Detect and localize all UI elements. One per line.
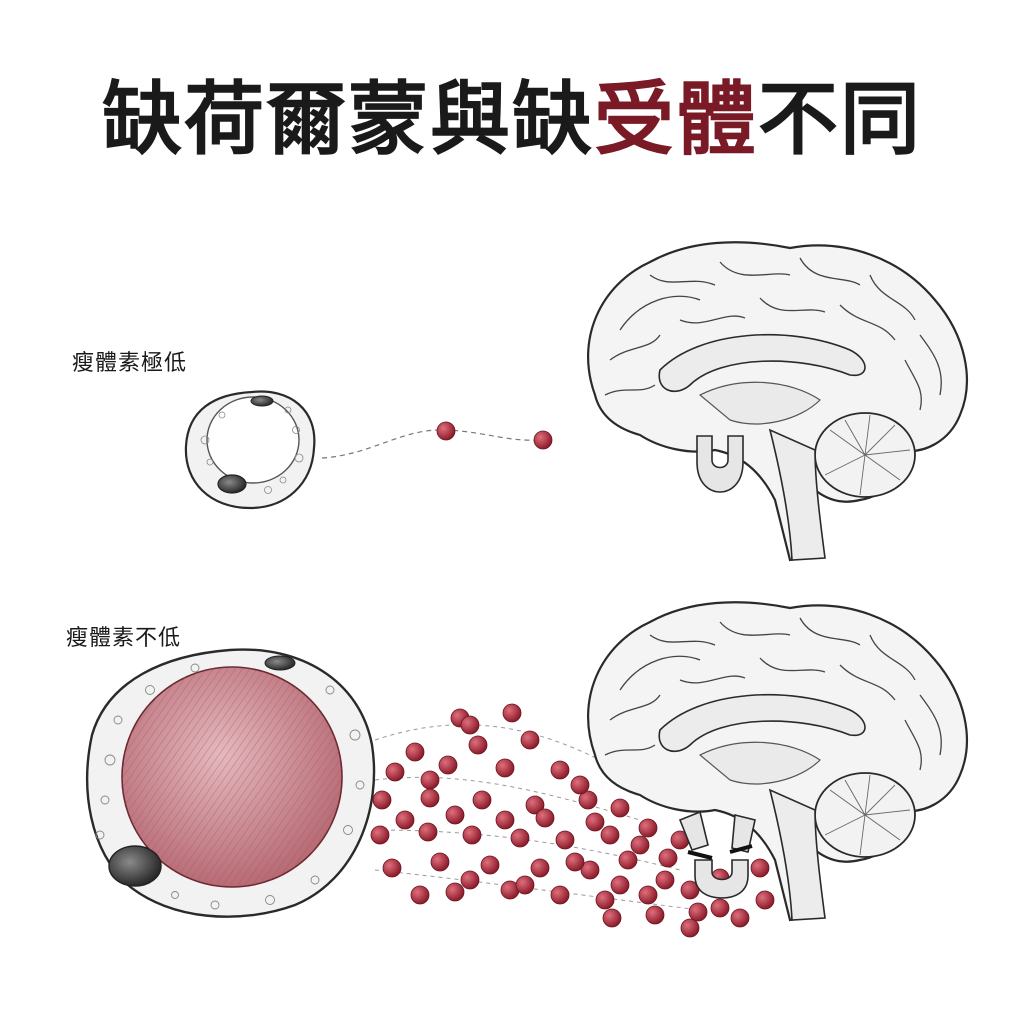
leptin-molecule xyxy=(495,758,515,778)
leptin-molecule xyxy=(468,735,488,755)
leptin-molecule xyxy=(688,902,708,922)
leptin-molecule xyxy=(610,798,630,818)
leptin-molecule xyxy=(680,918,700,938)
leptin-molecule xyxy=(530,858,550,878)
leptin-molecule xyxy=(630,835,650,855)
leptin-molecule xyxy=(515,875,535,895)
panel-bottom-label: 瘦體素不低 xyxy=(66,626,182,651)
leptin-molecule xyxy=(550,760,570,780)
leptin-molecule xyxy=(585,812,605,832)
leptin-molecule xyxy=(570,775,590,795)
title-part-2: 不同 xyxy=(758,73,922,166)
small-fat-cell xyxy=(184,390,316,510)
leptin-molecule xyxy=(730,908,750,928)
leptin-molecule xyxy=(405,742,425,762)
page-title: 缺荷爾蒙與缺受體不同 xyxy=(0,72,1024,168)
leptin-molecule xyxy=(438,755,458,775)
top-signal-path xyxy=(321,429,541,459)
leptin-molecule xyxy=(385,762,405,782)
leptin-molecule xyxy=(655,870,675,890)
leptin-molecule xyxy=(382,858,402,878)
leptin-molecule xyxy=(618,850,638,870)
leptin-molecule xyxy=(420,770,440,790)
leptin-molecule xyxy=(445,882,465,902)
leptin-molecule xyxy=(460,715,480,735)
leptin-molecule xyxy=(533,430,553,450)
leptin-molecule xyxy=(472,790,492,810)
top-molecules xyxy=(436,421,553,450)
brain-top xyxy=(587,241,968,562)
leptin-molecule xyxy=(638,818,658,838)
cerebellum-bottom xyxy=(814,772,916,858)
leptin-molecule xyxy=(600,825,620,845)
leptin-molecule xyxy=(495,810,515,830)
leptin-molecule xyxy=(550,885,570,905)
leptin-molecule xyxy=(638,885,658,905)
leptin-molecule xyxy=(395,810,415,830)
leptin-molecule xyxy=(445,805,465,825)
leptin-molecule xyxy=(602,908,622,928)
receptor-intact xyxy=(696,435,744,493)
panel-top-label: 瘦體素極低 xyxy=(72,351,188,376)
leptin-molecule xyxy=(755,890,775,910)
leptin-molecule xyxy=(610,875,630,895)
leptin-molecule xyxy=(436,421,456,441)
leptin-molecule xyxy=(430,852,450,872)
leptin-molecule xyxy=(580,860,600,880)
leptin-molecule xyxy=(420,788,440,808)
large-fat-cell xyxy=(86,648,376,918)
brain-bottom xyxy=(587,601,968,922)
leptin-molecule xyxy=(372,790,392,810)
leptin-molecule xyxy=(462,825,482,845)
leptin-molecule xyxy=(410,885,430,905)
leptin-molecule xyxy=(370,825,390,845)
receptor-broken xyxy=(678,810,756,899)
leptin-molecule xyxy=(480,855,500,875)
title-part-1: 缺荷爾蒙與缺 xyxy=(102,73,594,166)
leptin-molecule xyxy=(750,858,770,878)
leptin-molecule xyxy=(645,905,665,925)
leptin-molecule xyxy=(555,830,575,850)
title-accent: 受體 xyxy=(594,73,758,166)
leptin-molecule xyxy=(535,808,555,828)
leptin-molecule xyxy=(525,795,545,815)
bottom-molecules xyxy=(370,703,775,938)
leptin-molecule xyxy=(565,852,585,872)
leptin-molecule xyxy=(595,890,615,910)
leptin-molecule xyxy=(502,703,522,723)
leptin-molecule xyxy=(710,898,730,918)
leptin-molecule xyxy=(510,828,530,848)
leptin-molecule xyxy=(578,790,598,810)
leptin-molecule xyxy=(460,870,480,890)
leptin-molecule xyxy=(520,730,540,750)
leptin-molecule xyxy=(658,848,678,868)
leptin-molecule xyxy=(418,822,438,842)
cerebellum-top xyxy=(814,412,916,498)
